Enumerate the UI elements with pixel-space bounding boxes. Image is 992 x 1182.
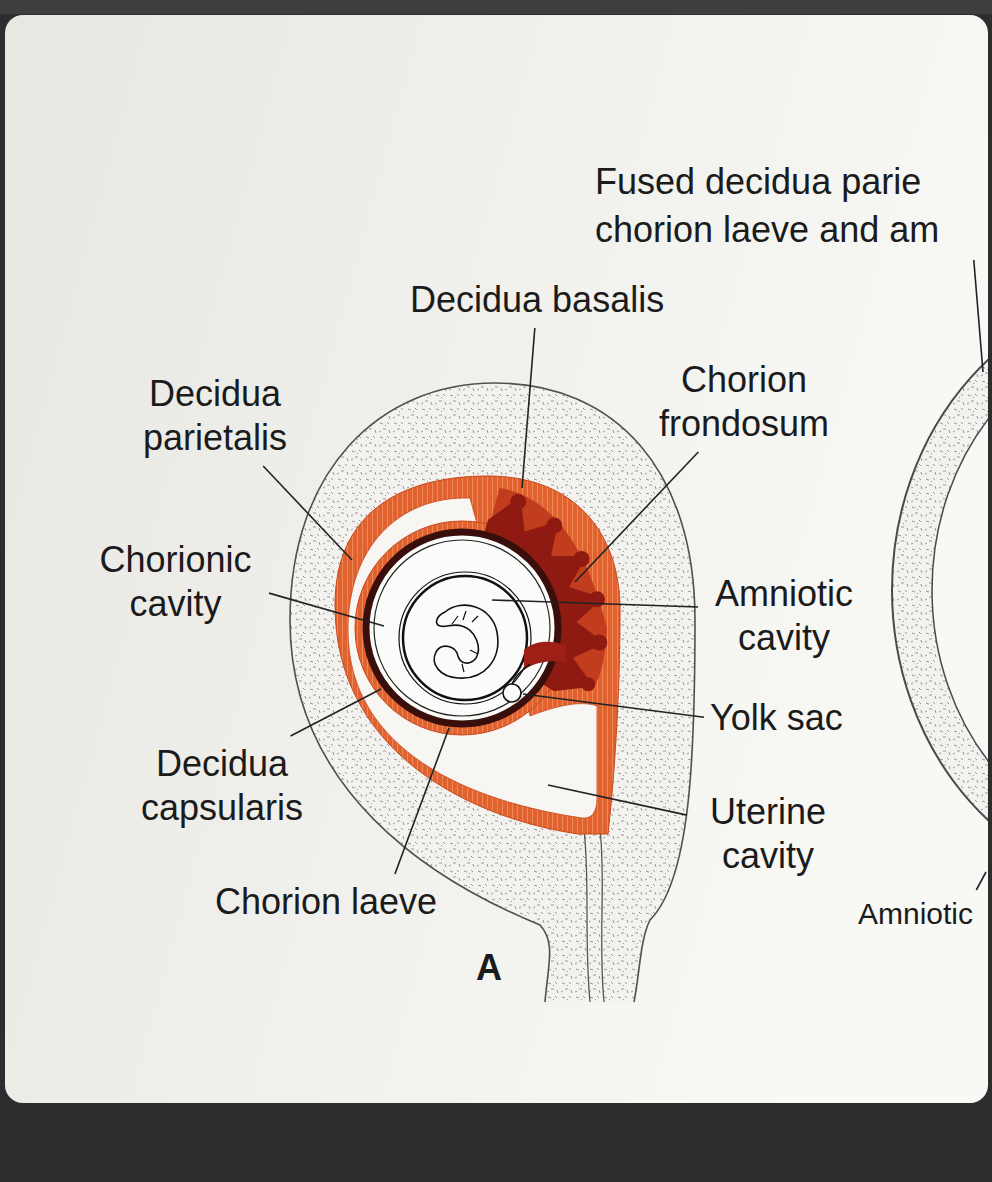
leader-line <box>548 785 687 815</box>
top-bar <box>0 0 992 14</box>
uterus-inner-b <box>932 330 988 850</box>
leader-line <box>522 328 535 488</box>
leader-line <box>291 689 381 736</box>
part-label: Decidua capsularis <box>127 742 317 830</box>
leader-line <box>269 593 384 626</box>
part-label: Decidua parietalis <box>130 372 300 460</box>
part-label: Amniotic <box>858 896 973 932</box>
part-label: Chorion laeve <box>215 880 437 924</box>
villus-tip <box>574 551 590 567</box>
chorionic-sac <box>355 488 607 735</box>
part-label: Chorion frondosum <box>644 358 844 446</box>
villus-tip <box>589 591 605 607</box>
leader-line <box>395 728 449 874</box>
yolk-sac <box>503 684 521 702</box>
image-panel <box>5 15 988 1103</box>
villus-tip <box>546 518 562 534</box>
leader-line <box>575 452 698 582</box>
amnion <box>403 576 527 700</box>
cervical-canal <box>584 830 604 1002</box>
chorion-inner-line <box>374 540 550 716</box>
part-label: Uterine cavity <box>693 790 843 878</box>
embryo-marks <box>452 611 478 672</box>
leader-line <box>976 872 986 890</box>
leader-line <box>523 694 704 717</box>
leader-line <box>492 600 698 607</box>
connecting-stalk <box>524 642 566 670</box>
part-label: Decidua basalis <box>410 278 664 322</box>
uterus-wall-b <box>892 290 988 890</box>
leader-line <box>974 260 983 372</box>
part-label: Yolk sac <box>710 696 843 740</box>
villus-tip <box>510 494 526 510</box>
embryo <box>434 605 498 678</box>
part-label: Fused decidua parie chorion laeve and am <box>595 158 987 254</box>
decidua <box>335 476 620 834</box>
part-label: Chorionic cavity <box>88 538 263 626</box>
amnion-outer-line <box>399 572 531 704</box>
vitelline-duct <box>512 664 530 684</box>
villus-tip <box>591 635 607 651</box>
figure-letter: A <box>476 946 502 990</box>
part-label: Amniotic cavity <box>704 572 864 660</box>
villus-tip <box>581 677 595 691</box>
figure-b <box>892 290 988 890</box>
leader-line <box>263 466 352 560</box>
